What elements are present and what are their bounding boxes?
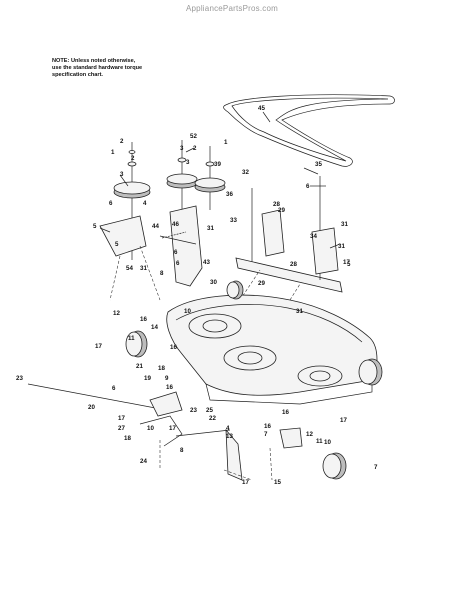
callout-label-28: 28: [273, 201, 280, 208]
callout-label-5: 5: [115, 241, 119, 248]
deck-belt: [223, 94, 395, 167]
callout-label-39: 39: [214, 161, 221, 168]
callout-label-6: 6: [306, 183, 310, 190]
callout-label-17: 17: [340, 417, 347, 424]
callout-label-11: 11: [316, 438, 323, 445]
callout-label-30: 30: [210, 279, 217, 286]
callout-label-31: 31: [341, 221, 348, 228]
callout-label-17: 17: [343, 259, 350, 266]
callout-label-31: 31: [207, 225, 214, 232]
callout-label-12: 12: [113, 310, 120, 317]
callout-label-8: 8: [180, 447, 184, 454]
callout-label-27: 27: [118, 425, 125, 432]
callout-label-17: 17: [118, 415, 125, 422]
callout-label-16: 16: [282, 409, 289, 416]
callout-label-31: 31: [296, 308, 303, 315]
callout-label-10: 10: [184, 308, 191, 315]
left-front-gauge-wheel: [125, 330, 148, 358]
callout-label-22: 22: [209, 415, 216, 422]
right-idler-pulley: [194, 146, 226, 210]
callout-label-5: 5: [93, 223, 97, 230]
callout-label-16: 16: [170, 344, 177, 351]
callout-label-16: 16: [166, 384, 173, 391]
callout-label-3: 3: [186, 159, 190, 166]
callout-label-6: 6: [176, 260, 180, 267]
rear-gauge-wheel: [322, 452, 347, 480]
callout-label-29: 29: [278, 207, 285, 214]
callout-label-19: 19: [144, 375, 151, 382]
callout-label-3: 3: [120, 171, 124, 178]
note-line-2: use the standard hardware torque: [52, 65, 143, 71]
callout-label-25: 25: [206, 407, 213, 414]
callout-label-36: 36: [226, 191, 233, 198]
callout-label-21: 21: [136, 363, 143, 370]
callout-label-23: 23: [190, 407, 197, 414]
callout-label-3: 3: [180, 145, 184, 152]
callout-label-16: 16: [264, 423, 271, 430]
watermark: AppliancePartsPros.com: [186, 4, 278, 13]
note-line-3: specification chart.: [52, 72, 103, 78]
callout-label-35: 35: [315, 161, 322, 168]
callout-label-17: 17: [169, 425, 176, 432]
callout-label-17: 17: [95, 343, 102, 350]
callout-label-24: 24: [140, 458, 147, 465]
torque-note: NOTE: Unless noted otherwise, use the st…: [52, 58, 142, 79]
callout-label-31: 31: [338, 243, 345, 250]
callout-label-23: 23: [16, 375, 23, 382]
callout-label-9: 9: [165, 375, 169, 382]
callout-label-4: 4: [226, 425, 230, 432]
callout-label-17: 17: [242, 479, 249, 486]
callout-label-8: 8: [160, 270, 164, 277]
callout-label-10: 10: [147, 425, 154, 432]
left-hanger-bracket: [99, 215, 161, 301]
callout-label-2: 2: [131, 155, 135, 162]
front-stabilizer-linkage: [27, 383, 303, 481]
callout-label-2: 2: [120, 138, 124, 145]
callout-label-5: 5: [347, 261, 351, 268]
callout-label-6: 6: [174, 249, 178, 256]
callout-label-10: 10: [324, 439, 331, 446]
callout-label-11: 11: [128, 335, 135, 342]
callout-label-52: 52: [190, 133, 197, 140]
callout-label-46: 46: [172, 221, 179, 228]
callout-label-1: 1: [111, 149, 115, 156]
callout-label-6: 6: [112, 385, 116, 392]
callout-label-7: 7: [264, 431, 268, 438]
callout-label-13: 13: [226, 433, 233, 440]
callout-label-2: 2: [193, 145, 197, 152]
callout-label-14: 14: [151, 324, 158, 331]
callout-label-18: 18: [124, 435, 131, 442]
callout-label-15: 15: [274, 479, 281, 486]
callout-label-18: 18: [158, 365, 165, 372]
callout-label-34: 34: [310, 233, 317, 240]
callout-label-12: 12: [306, 431, 313, 438]
callout-label-16: 16: [140, 316, 147, 323]
callout-label-33: 33: [230, 217, 237, 224]
idler-bracket: [159, 205, 203, 287]
callout-label-45: 45: [258, 105, 265, 112]
callout-label-32: 32: [242, 169, 249, 176]
note-line-1: NOTE: Unless noted otherwise,: [52, 58, 136, 64]
callout-label-4: 4: [143, 200, 147, 207]
mower-deck-shell: [166, 294, 378, 405]
callout-label-31: 31: [140, 265, 147, 272]
callout-label-20: 20: [88, 404, 95, 411]
callout-label-7: 7: [374, 464, 378, 471]
leader-lines: [99, 111, 341, 249]
right-side-gauge-wheel: [358, 358, 383, 386]
callout-label-54: 54: [126, 265, 133, 272]
callout-label-28: 28: [290, 261, 297, 268]
callout-label-44: 44: [152, 223, 159, 230]
rear-hanger-bar: [235, 176, 343, 301]
callout-label-43: 43: [203, 259, 210, 266]
callout-label-1: 1: [224, 139, 228, 146]
callout-label-6: 6: [109, 200, 113, 207]
rear-anti-scalp-wheel: [226, 280, 244, 300]
callout-label-29: 29: [258, 280, 265, 287]
